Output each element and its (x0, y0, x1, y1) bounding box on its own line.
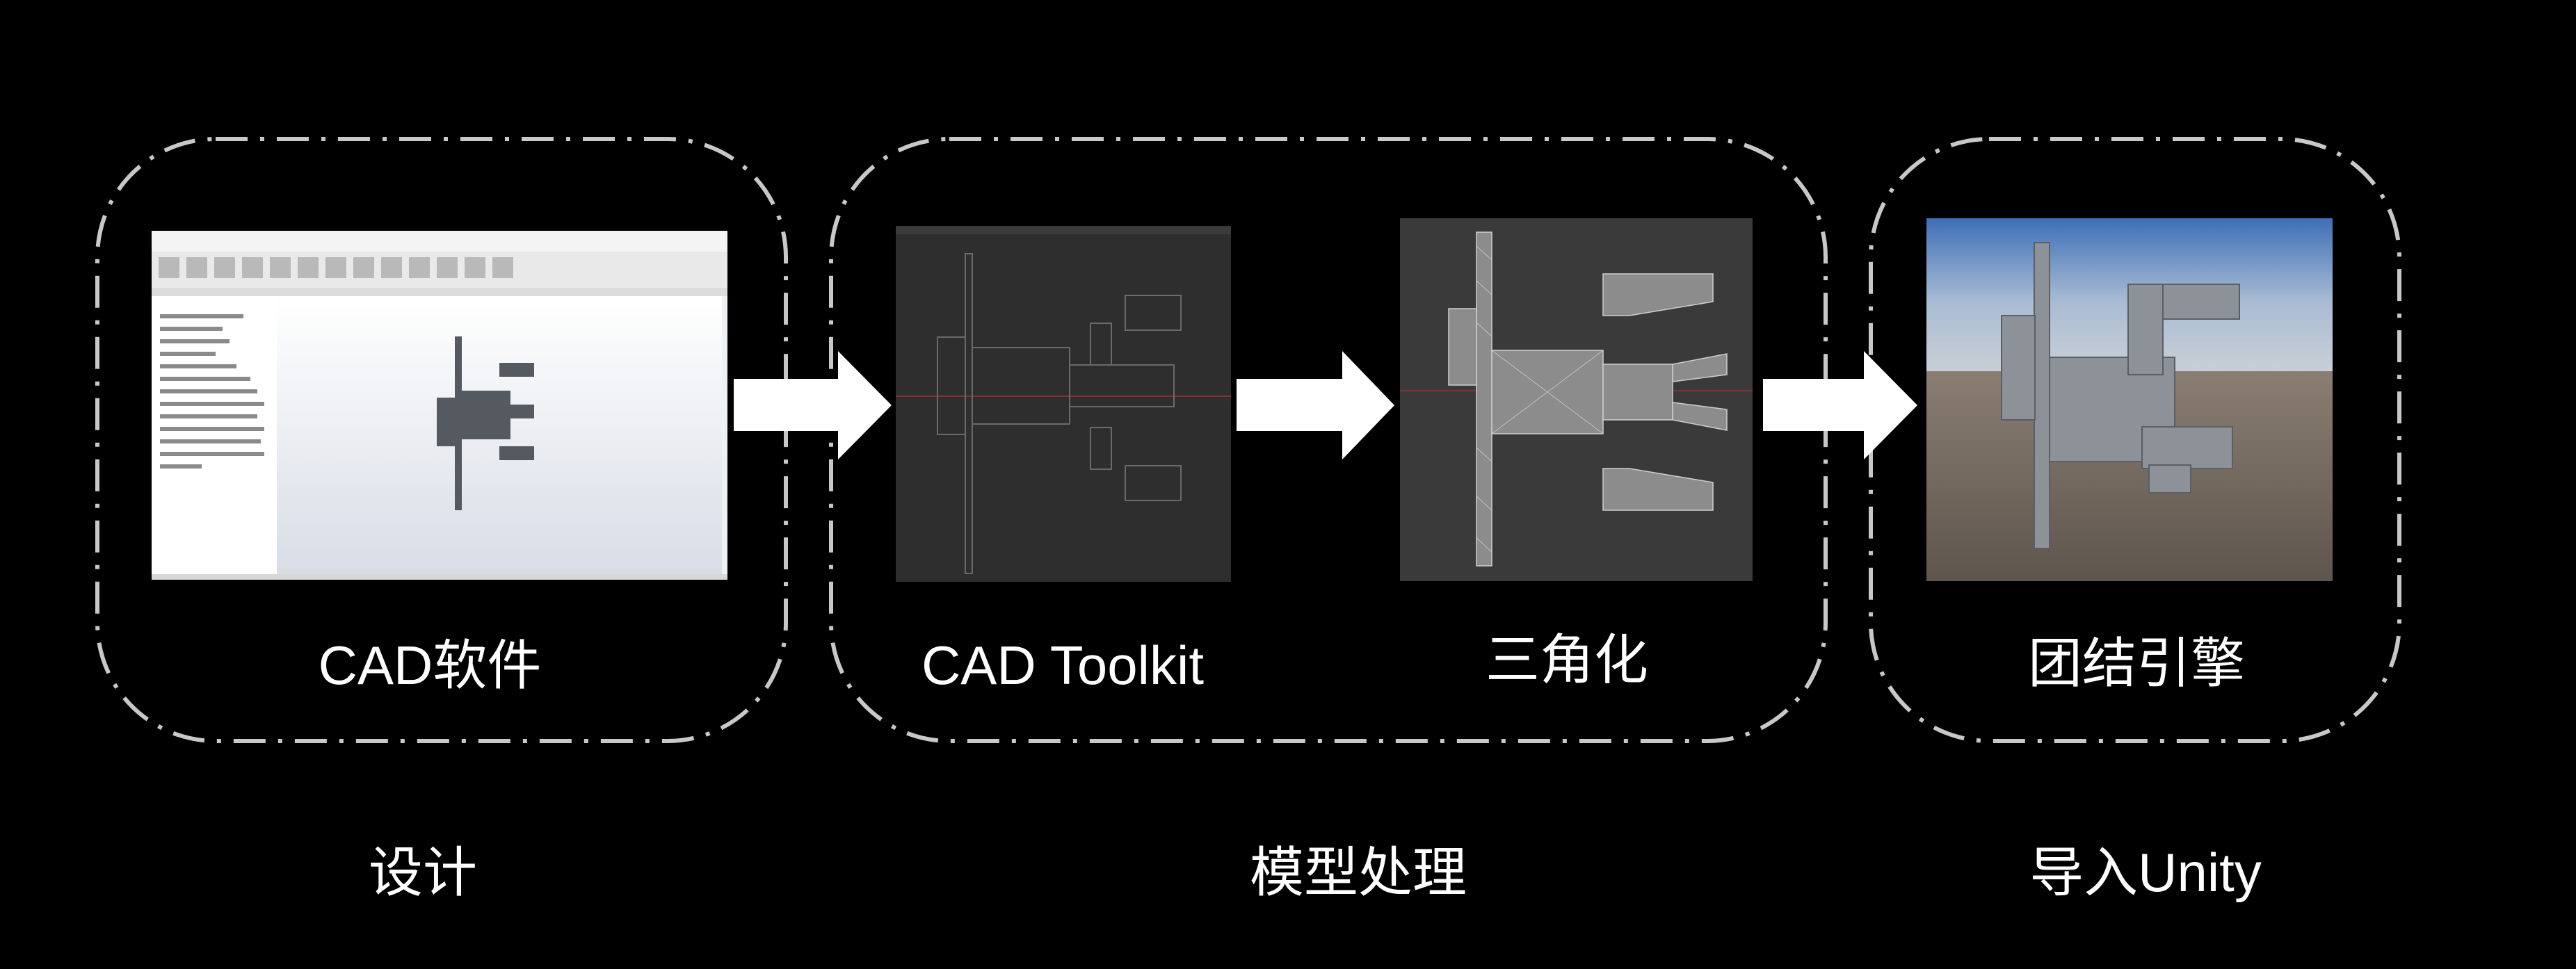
cad-software-screenshot (152, 231, 727, 580)
stage-label-unity-engine: 团结引擎 (2027, 633, 2245, 694)
group-label-import-unity: 导入Unity (2029, 842, 2262, 903)
group-label-model-processing: 模型处理 (1249, 842, 1467, 903)
stage-label-triangulation: 三角化 (1485, 629, 1648, 690)
stage-label-cad-software: CAD软件 (318, 635, 542, 696)
arrow-right-icon (734, 351, 892, 459)
group-box-design (95, 137, 788, 743)
triangulation-screenshot (1400, 218, 1753, 581)
arrow-right-icon (1763, 351, 1917, 459)
group-box-import-unity (1869, 137, 2401, 743)
group-label-design: 设计 (368, 842, 477, 903)
arrow-right-icon (1237, 351, 1394, 459)
cad-toolkit-screenshot (896, 226, 1231, 582)
stage-label-cad-toolkit: CAD Toolkit (921, 635, 1205, 696)
unity-engine-screenshot (1926, 218, 2333, 581)
group-box-model-processing (829, 137, 1828, 743)
